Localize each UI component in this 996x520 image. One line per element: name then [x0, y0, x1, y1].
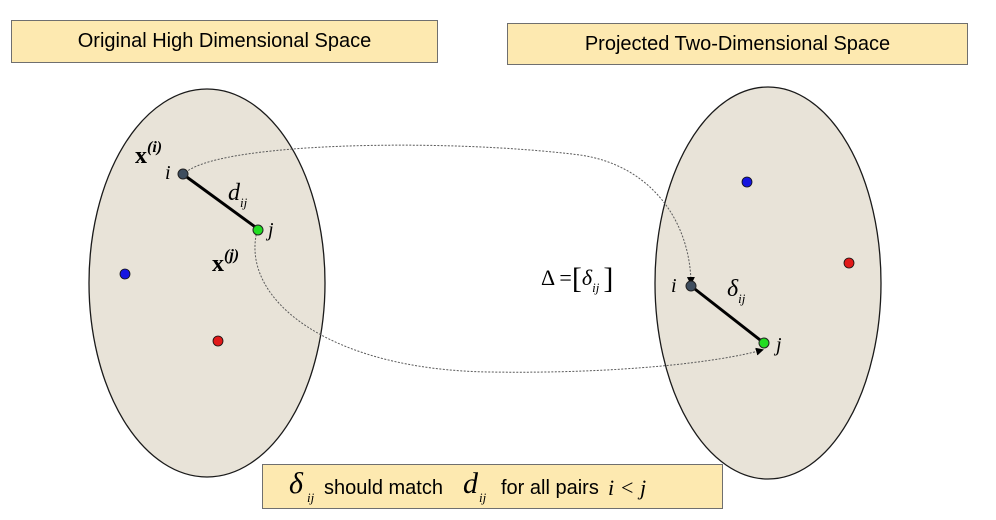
distance-segment-delta-ij — [690, 284, 765, 345]
caption-condition: i < j — [608, 475, 647, 500]
label-x-i: x(i) — [135, 139, 162, 169]
caption-text-2: for all pairs — [501, 477, 599, 499]
caption-delta-symbol: δ — [289, 467, 303, 500]
label-delta-ij: δij — [727, 276, 746, 306]
original-space-ellipse — [88, 88, 326, 478]
distance-segment-dij — [183, 173, 259, 231]
caption-box: δ ij should match d ij for all pairs i <… — [262, 464, 723, 509]
caption-delta-sub: ij — [307, 490, 315, 505]
point-red-original — [212, 335, 224, 347]
point-red-projected — [843, 257, 855, 269]
point-j-original — [252, 224, 264, 236]
title-original-space: Original High Dimensional Space — [11, 20, 438, 63]
caption-text-1: should match — [324, 477, 443, 499]
caption-d-sub: ij — [479, 490, 487, 505]
point-blue-original — [119, 268, 131, 280]
label-x-j: x(j) — [212, 247, 239, 277]
title-projected-space: Projected Two-Dimensional Space — [507, 23, 968, 65]
caption-d-symbol: d — [463, 467, 478, 500]
point-blue-projected — [741, 176, 753, 188]
projected-space-ellipse — [654, 86, 882, 480]
mapping-arrow-j — [254, 230, 764, 373]
point-j-projected — [758, 337, 770, 349]
point-i-original — [177, 168, 189, 180]
label-delta-matrix: Δ =[δij] — [541, 262, 613, 295]
label-dij: dij — [228, 180, 248, 210]
label-j-original: j — [265, 219, 274, 241]
label-j-projected: j — [773, 334, 782, 356]
mapping-arrow-i — [182, 144, 695, 285]
label-i-projected: i — [671, 275, 677, 297]
label-i-original: i — [165, 162, 171, 184]
point-i-projected — [685, 280, 697, 292]
